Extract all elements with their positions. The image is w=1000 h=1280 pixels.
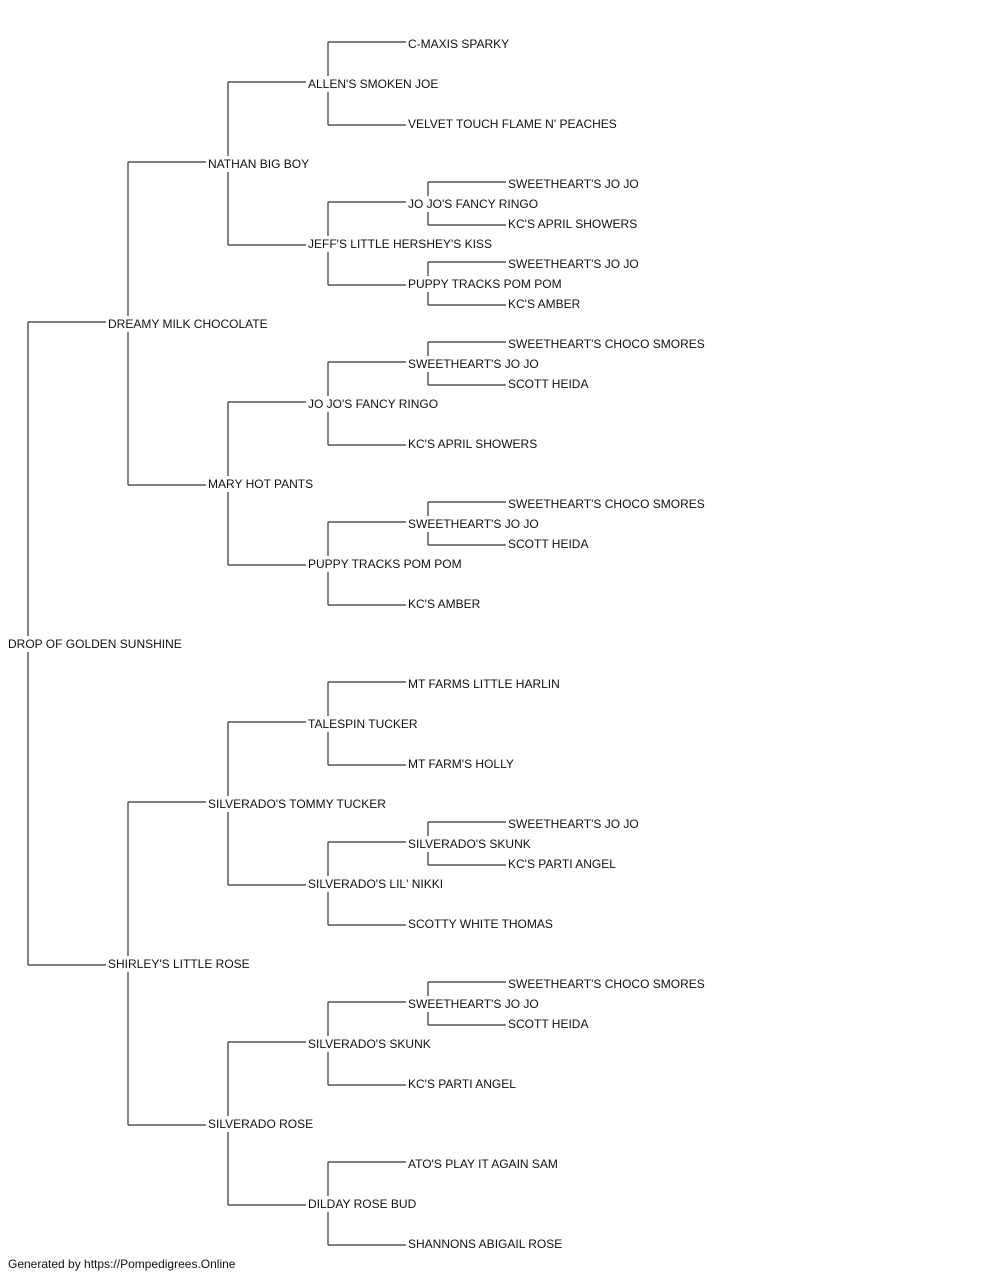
dog-name: SCOTT HEIDA — [507, 1017, 590, 1031]
dog-name: SWEETHEART'S JO JO — [507, 817, 640, 831]
dog-name: SILVERADO'S SKUNK — [307, 1037, 432, 1051]
dog-name: SWEETHEART'S CHOCO SMORES — [507, 497, 706, 511]
dog-name: TALESPIN TUCKER — [307, 717, 419, 731]
dog-name: KC'S AMBER — [407, 597, 482, 611]
dog-name: MT FARMS LITTLE HARLIN — [407, 677, 561, 691]
dog-name: SWEETHEART'S JO JO — [507, 177, 640, 191]
dog-name: SCOTT HEIDA — [507, 377, 590, 391]
dog-name: MARY HOT PANTS — [207, 477, 315, 491]
dog-name: DREAMY MILK CHOCOLATE — [107, 317, 269, 331]
dog-name: PUPPY TRACKS POM POM — [307, 557, 463, 571]
footer-credit: Generated by https://Pompedigrees.Online — [8, 1257, 236, 1271]
dog-name: KC'S AMBER — [507, 297, 582, 311]
dog-name: SHANNONS ABIGAIL ROSE — [407, 1237, 564, 1251]
dog-name: PUPPY TRACKS POM POM — [407, 277, 563, 291]
dog-name: SWEETHEART'S JO JO — [507, 257, 640, 271]
dog-name: JO JO'S FANCY RINGO — [307, 397, 440, 411]
dog-name: SHIRLEY'S LITTLE ROSE — [107, 957, 251, 971]
dog-name: SWEETHEART'S JO JO — [407, 997, 540, 1011]
dog-name: ALLEN'S SMOKEN JOE — [307, 77, 440, 91]
dog-name: VELVET TOUCH FLAME N' PEACHES — [407, 117, 618, 131]
dog-name: KC'S APRIL SHOWERS — [507, 217, 639, 231]
dog-name: SCOTT HEIDA — [507, 537, 590, 551]
dog-name: KC'S PARTI ANGEL — [407, 1077, 517, 1091]
dog-name: JO JO'S FANCY RINGO — [407, 197, 540, 211]
dog-name: DILDAY ROSE BUD — [307, 1197, 418, 1211]
dog-name: KC'S PARTI ANGEL — [507, 857, 617, 871]
dog-name: SWEETHEART'S CHOCO SMORES — [507, 337, 706, 351]
dog-name: SILVERADO ROSE — [207, 1117, 315, 1131]
dog-name: SWEETHEART'S JO JO — [407, 357, 540, 371]
dog-name: SWEETHEART'S JO JO — [407, 517, 540, 531]
dog-name: SILVERADO'S TOMMY TUCKER — [207, 797, 387, 811]
dog-name: DROP OF GOLDEN SUNSHINE — [7, 637, 183, 651]
dog-name: MT FARM'S HOLLY — [407, 757, 515, 771]
dog-name: SILVERADO'S SKUNK — [407, 837, 532, 851]
dog-name: C-MAXIS SPARKY — [407, 37, 511, 51]
dog-name: SWEETHEART'S CHOCO SMORES — [507, 977, 706, 991]
dog-name: KC'S APRIL SHOWERS — [407, 437, 539, 451]
dog-name: ATO'S PLAY IT AGAIN SAM — [407, 1157, 559, 1171]
dog-name: SCOTTY WHITE THOMAS — [407, 917, 554, 931]
dog-name: NATHAN BIG BOY — [207, 157, 311, 171]
dog-name: SILVERADO'S LIL' NIKKI — [307, 877, 445, 891]
dog-name: JEFF'S LITTLE HERSHEY'S KISS — [307, 237, 493, 251]
